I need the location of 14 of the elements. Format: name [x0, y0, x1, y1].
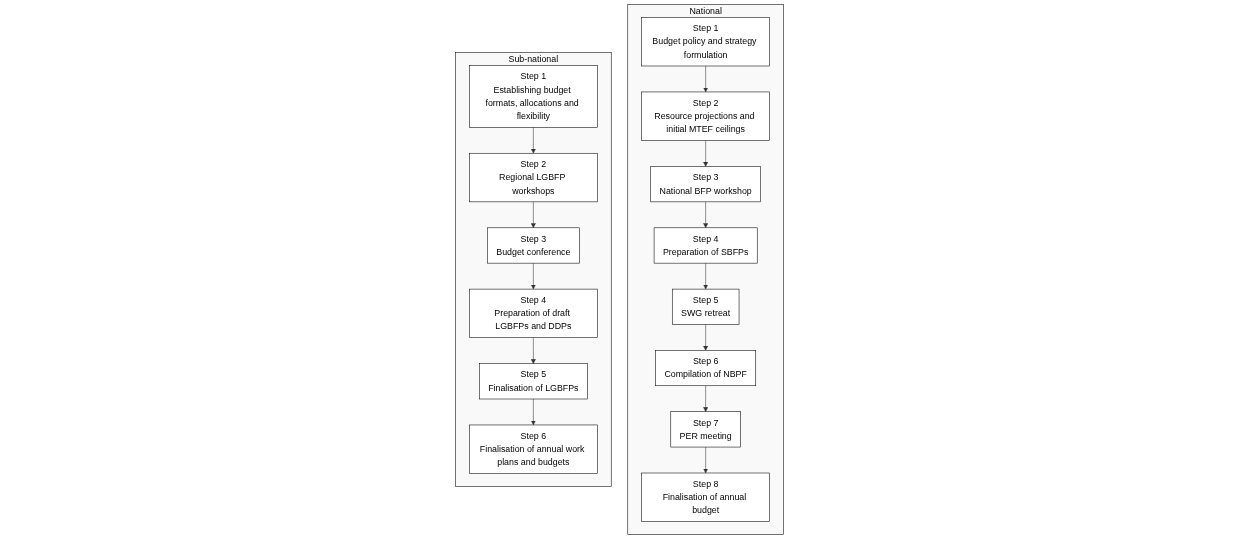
node-box: Step 4 Preparation of draft LGBFPs and DDPs [469, 288, 598, 338]
node-box: Step 8 Finalisation of annual budget [641, 472, 770, 522]
node-box: Step 1 Establishing budget formats, allocations and flexibility [469, 65, 598, 128]
node-box: Step 3 Budget conference [487, 227, 580, 264]
node-box: Step 7 PER meeting [670, 411, 741, 448]
node-box: Step 3 National BFP workshop [650, 166, 761, 203]
node-box: Step 5 SWG retreat [672, 288, 740, 325]
node-box: Step 2 Regional LGBFP workshops [469, 152, 598, 203]
node-box: Step 6 Compilation of NBPF [655, 350, 756, 387]
node-box: Step 2 Resource projections and initial MTEF ceilings [641, 91, 770, 141]
node-box: Step 6 Finalisation of annual work plans and budgets [469, 424, 598, 474]
node-box: Step 5 Finalisation of LGBFPs [479, 363, 588, 400]
node-box: Step 1 Budget policy and strategy formulation [641, 17, 770, 67]
node-box: Step 4 Preparation of SBFPs [653, 227, 758, 264]
